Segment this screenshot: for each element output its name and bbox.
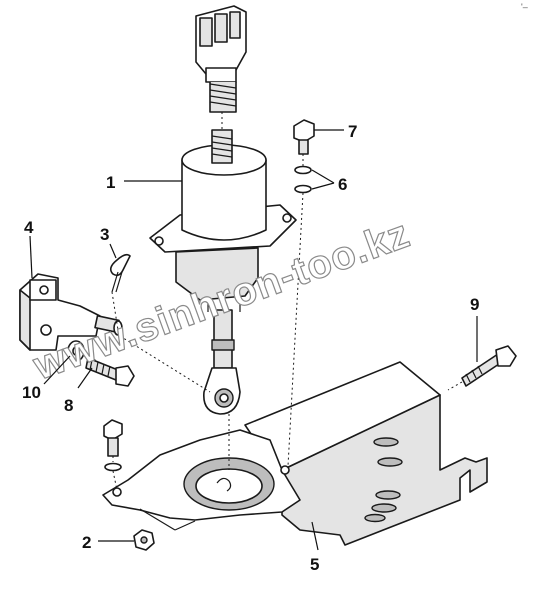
- callout-1: 1: [106, 173, 115, 192]
- part-2-nut: [133, 529, 155, 551]
- part-7-bolt: [293, 119, 315, 155]
- part-8-bolt: [85, 357, 135, 387]
- callout-3: 3: [100, 225, 109, 244]
- callout-7: 7: [348, 122, 357, 141]
- electrical-connector: [195, 5, 247, 113]
- part-5-mounting-bracket: [102, 361, 488, 546]
- callout-10: 10: [22, 383, 41, 402]
- callout-2: 2: [82, 533, 91, 552]
- callout-8: 8: [64, 396, 73, 415]
- corner-mark: '–: [521, 2, 528, 12]
- solenoid-threaded-stud: [211, 129, 233, 164]
- bracket-bolt: [103, 419, 123, 472]
- part-10-washer: [67, 340, 85, 362]
- part-3-cotter-pin: [109, 253, 131, 293]
- part-4-lever-bracket: [19, 273, 123, 351]
- part-1-solenoid: [149, 144, 297, 415]
- callouts: 1 2 3 4 5 6 7 8 9 10: [22, 122, 479, 574]
- callout-6: 6: [338, 175, 347, 194]
- part-6-washers: [294, 165, 312, 194]
- callout-4: 4: [24, 218, 34, 237]
- part-9-bolt: [461, 345, 517, 387]
- callout-5: 5: [310, 555, 319, 574]
- callout-9: 9: [470, 295, 479, 314]
- assembly-dashed-lines: [83, 112, 463, 491]
